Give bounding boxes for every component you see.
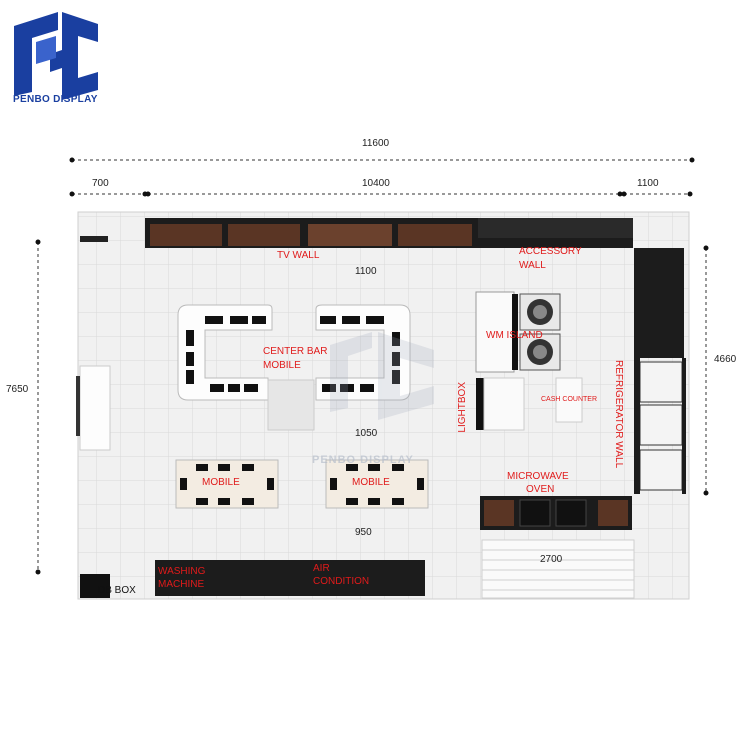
dim-middle-segment: 10400 (362, 178, 390, 189)
dim-total-depth: 7650 (6, 384, 29, 395)
label-center-bar-line2: MOBILE (263, 360, 301, 371)
label-mobile-right: MOBILE (352, 477, 390, 488)
dim-mobile-to-wall: 950 (355, 527, 372, 538)
dim-tv-to-center: 1100 (355, 266, 377, 277)
label-mobile-left: MOBILE (202, 477, 240, 488)
dim-microwave-width: 2700 (540, 554, 563, 565)
label-air-line1: AIR (313, 563, 330, 574)
dim-center-to-mobile: 1050 (355, 428, 378, 439)
label-tv-wall: TV WALL (277, 250, 320, 261)
label-cash-counter: CASH COUNTER (541, 396, 598, 403)
label-wm-island: WM ISLAND (486, 330, 543, 341)
label-refrigerator-wall: REFRIGERATOR WALL (613, 360, 624, 469)
label-accessory-wall-line2: WALL (519, 260, 546, 271)
label-washing-line2: MACHINE (158, 579, 205, 590)
label-washing-line1: WASHING (158, 566, 206, 577)
dim-left-segment: 700 (92, 178, 109, 189)
dim-right-depth: 4660 (714, 354, 737, 365)
label-lightbox: LIGHTBOX (457, 382, 468, 433)
label-db-box: DB BOX (98, 585, 136, 596)
dim-right-segment: 1100 (637, 178, 659, 189)
label-microwave-line1: MICROWAVE (507, 471, 569, 482)
watermark-text: PENBO DISPLAY (312, 454, 414, 466)
label-microwave-line2: OVEN (526, 484, 555, 495)
label-air-line2: CONDITION (313, 576, 370, 587)
label-center-bar-line1: CENTER BAR (263, 346, 328, 357)
penbo-logo-icon (14, 12, 98, 100)
brand-name: PENBO DISPLAY (13, 94, 98, 105)
label-accessory-wall-line1: ACCESSORY (519, 246, 582, 257)
dim-total-width: 11600 (362, 138, 390, 149)
